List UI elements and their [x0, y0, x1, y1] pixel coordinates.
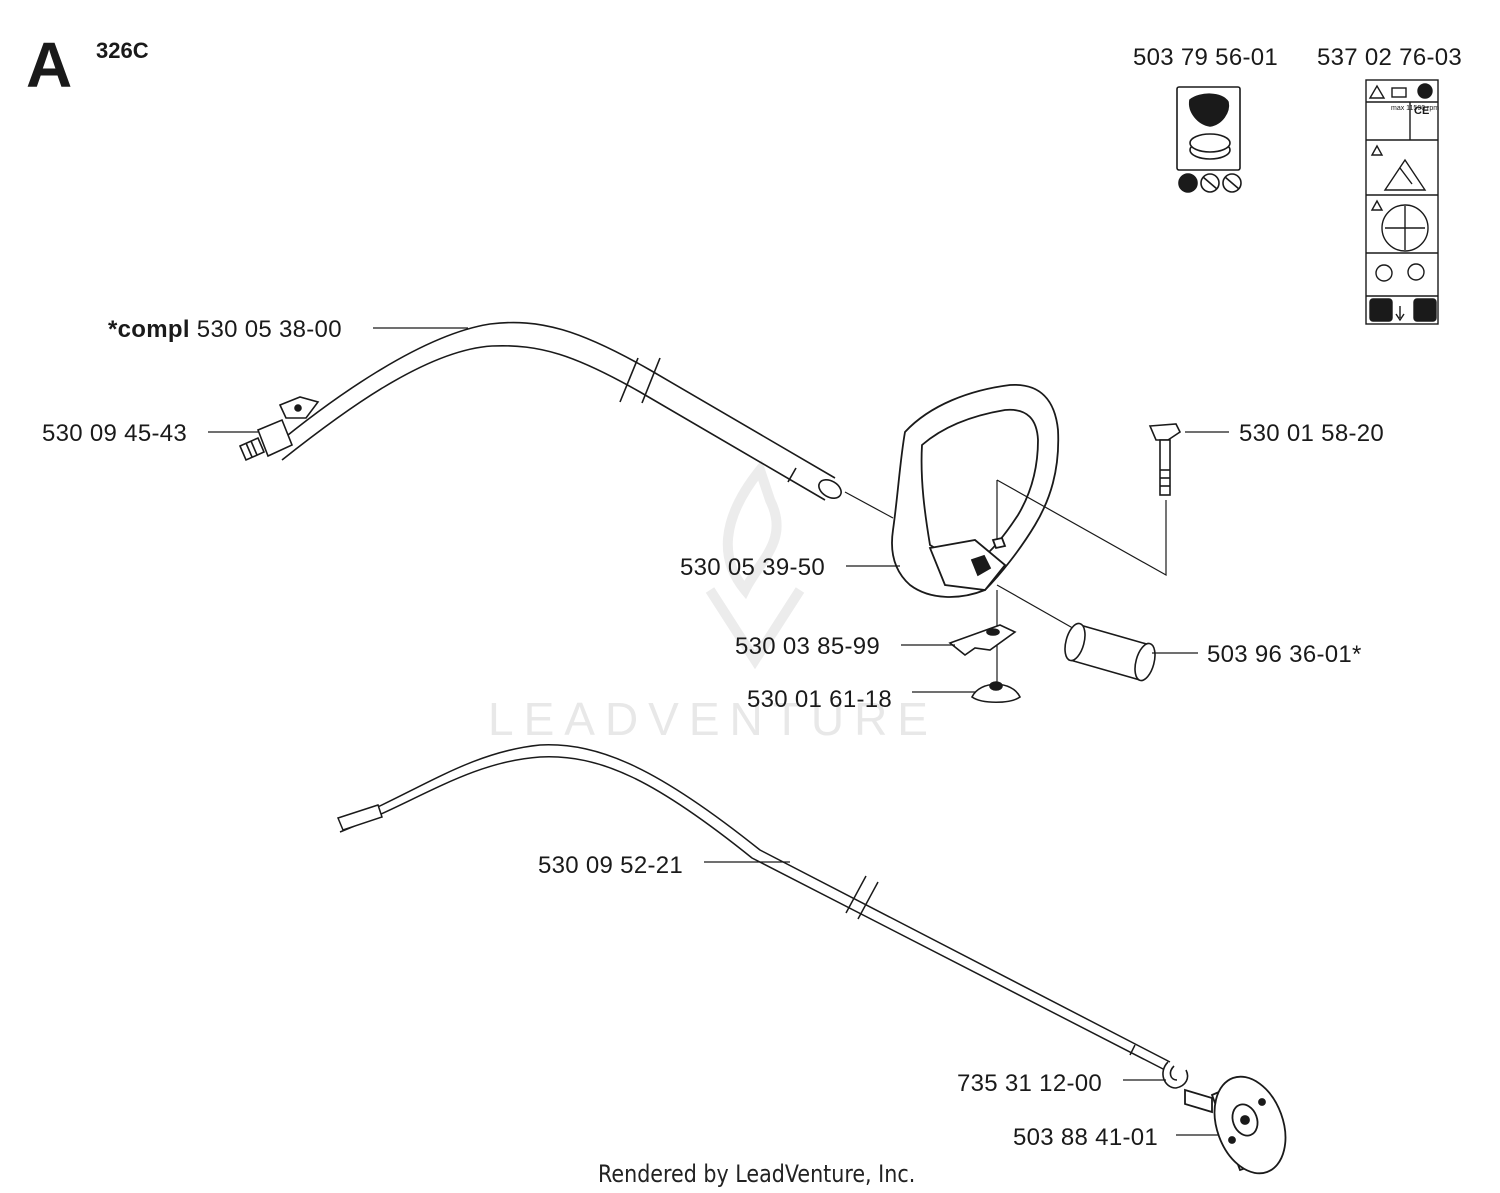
callout-spacer[interactable]: 503 96 36-01* [1207, 641, 1362, 668]
model-name: 326C [96, 38, 149, 63]
callout-clutch-drum[interactable]: 503 88 41-01 [1013, 1124, 1159, 1151]
callout-bolt[interactable]: 530 01 58-20 [1239, 420, 1385, 447]
decal-trimmer-head [1176, 86, 1242, 193]
callout-loop-handle[interactable]: 530 05 39-50 [680, 554, 826, 581]
bracket-part [948, 624, 1017, 656]
callout-handle-bracket[interactable]: 530 03 85-99 [735, 633, 881, 660]
callout-wing-nut[interactable]: 530 01 61-18 [747, 686, 893, 713]
callout-clip[interactable]: 735 31 12-00 [957, 1070, 1103, 1097]
footer-credit: Rendered by LeadVenture, Inc. [598, 1160, 916, 1188]
spacer-part [1064, 622, 1156, 682]
watermark-text: LEADVENTURE [488, 693, 938, 745]
drive-shaft-part [336, 744, 1171, 1071]
clutch-drum-part [1184, 1075, 1287, 1175]
decal-max-rpm: max 11500 rpm [1391, 105, 1440, 112]
decal-ce-mark: CE [1414, 105, 1430, 117]
shaft-assembly-part-number: 530 05 38-00 [196, 316, 342, 343]
decal-warning-strip [1365, 79, 1439, 325]
section-letter: A [26, 29, 73, 101]
loop-handle-part [891, 384, 1060, 598]
callout-tube-fitting[interactable]: 530 09 45-43 [42, 420, 188, 447]
bolt-part [1148, 423, 1182, 496]
tube-fitting-part [238, 418, 294, 462]
clip-part [1162, 1061, 1189, 1089]
watermark-emblem [705, 459, 805, 670]
decal-part-number-2[interactable]: 537 02 76-03 [1317, 44, 1463, 71]
callout-leaders [208, 327, 1229, 1136]
decal-part-number-1[interactable]: 503 79 56-01 [1133, 44, 1279, 71]
callout-drive-shaft[interactable]: 530 09 52-21 [538, 852, 684, 879]
callout-shaft-assembly[interactable]: *compl 530 05 38-00 [108, 316, 342, 344]
compl-prefix: *compl [108, 316, 190, 343]
wing-nut-part [970, 681, 1022, 704]
shaft-tube [271, 321, 842, 501]
